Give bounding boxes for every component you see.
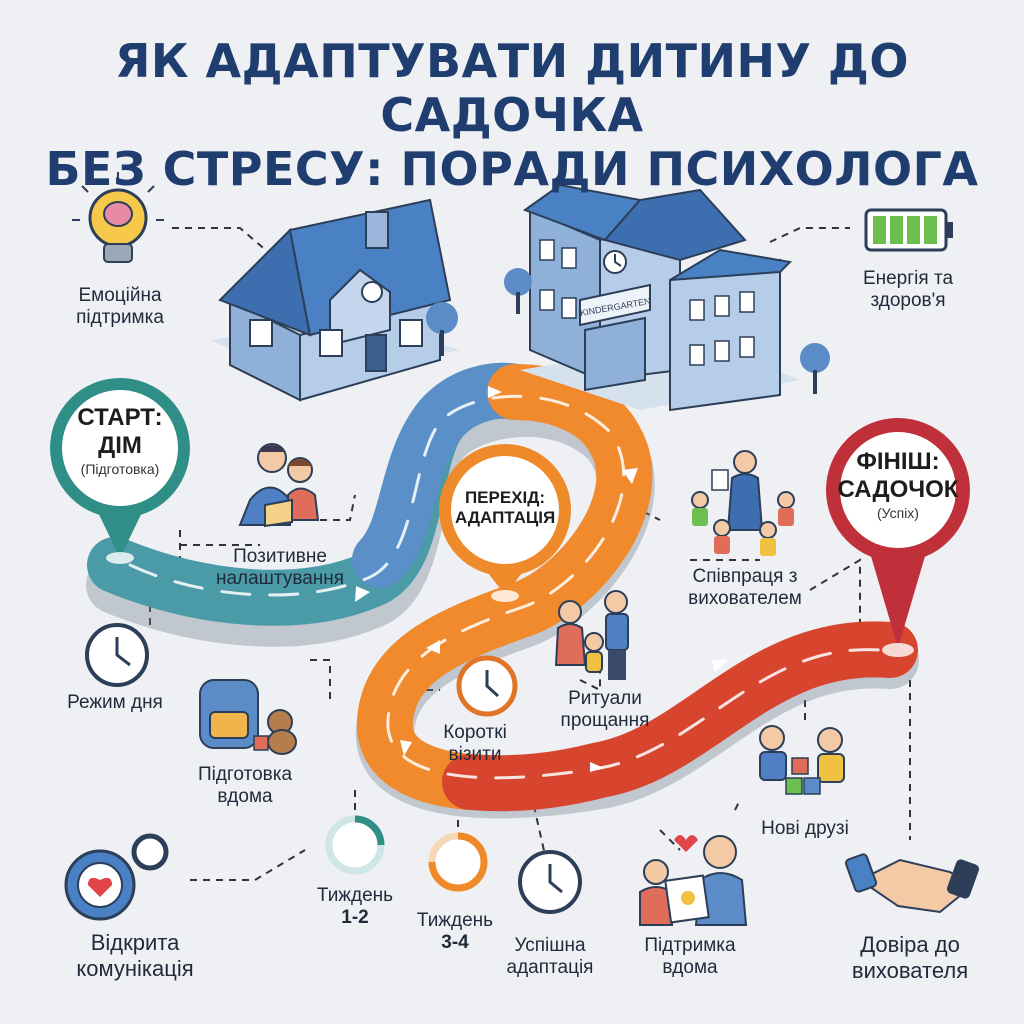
parent-reading-with-child-icon	[238, 443, 320, 528]
label-open-communication-l2: комунікація	[76, 956, 194, 981]
label-positive-attitude-l1: Позитивне	[233, 546, 327, 567]
label-farewell-rituals-l2: прощання	[560, 710, 650, 731]
label-daily-routine: Режим дня	[67, 692, 163, 713]
clock-success-icon	[518, 850, 582, 914]
finish-pin-sub: (Успіх)	[877, 505, 919, 521]
label-emotional-support-l2: підтримка	[76, 307, 164, 328]
label-open-communication-l1: Відкрита	[90, 930, 180, 955]
finish-pin-place: САДОЧОК	[837, 476, 959, 503]
clock-icon	[85, 623, 149, 687]
parent-child-drawing-icon	[639, 835, 748, 926]
label-short-visits-l1: Короткі	[443, 722, 507, 743]
label-week-1-2-l1: Тиждень	[316, 885, 394, 906]
week-1-2-progress-icon	[325, 815, 385, 875]
label-emotional-support-l1: Емоційна	[78, 285, 162, 306]
kindergarten-sign	[579, 283, 651, 327]
label-trust-teacher-l2: вихователя	[851, 958, 969, 983]
label-home-prep-l2: вдома	[217, 786, 273, 807]
start-pin-place: ДІМ	[98, 432, 142, 459]
label-home-support: Підтримка вдома	[625, 935, 755, 979]
gears-heart-icon	[64, 833, 169, 921]
label-week-3-4: Тиждень 3-4	[400, 910, 510, 954]
label-trust-teacher: Довіра до вихователя	[830, 932, 990, 984]
label-home-prep-l1: Підготовка	[197, 764, 293, 785]
label-successful-adaptation-l1: Успішна	[514, 935, 586, 956]
label-home-support-l1: Підтримка	[644, 935, 736, 956]
week-3-4-progress-icon	[428, 832, 488, 892]
label-week-1-2: Тиждень 1-2	[300, 885, 410, 929]
lightbulb-brain-icon	[72, 172, 164, 263]
start-pin-sub: (Підготовка)	[80, 461, 160, 477]
label-farewell-rituals: Ритуали прощання	[545, 688, 665, 732]
transition-pin	[439, 444, 571, 602]
label-positive-attitude: Позитивне налаштування	[195, 546, 365, 590]
road-arrows	[355, 386, 728, 772]
label-week-3-4-l2: 3-4	[441, 932, 469, 953]
label-home-prep: Підготовка вдома	[175, 764, 315, 808]
label-home-support-l2: вдома	[662, 957, 718, 978]
label-positive-attitude-l2: налаштування	[215, 568, 345, 589]
children-playing-blocks-icon	[759, 725, 845, 795]
label-successful-adaptation-l2: адаптація	[506, 957, 594, 978]
label-energy-health: Енергія та здоров'я	[838, 268, 978, 312]
transition-pin-place: АДАПТАЦІЯ	[455, 508, 556, 527]
label-week-3-4-l1: Тиждень	[416, 910, 494, 931]
label-emotional-support: Емоційна підтримка	[45, 285, 195, 329]
title-line-1: ЯК АДАПТУВАТИ ДИТИНУ ДО САДОЧКА	[115, 34, 909, 142]
label-short-visits: Короткі візити	[420, 722, 530, 766]
transition-pin-title: ПЕРЕХІД:	[464, 488, 546, 507]
label-open-communication: Відкрита комунікація	[50, 930, 220, 982]
label-energy-health-l1: Енергія та	[862, 268, 954, 289]
backpack-teddy-icon	[199, 679, 297, 755]
teacher-with-children-icon	[691, 450, 795, 556]
label-teacher-cooperation-l2: вихователем	[688, 588, 802, 609]
start-pin-title: СТАРТ:	[77, 404, 163, 431]
finish-pin-title: ФІНІШ:	[856, 448, 940, 475]
label-short-visits-l2: візити	[448, 744, 502, 765]
home-house	[210, 198, 460, 402]
farewell-family-icon	[554, 590, 629, 680]
label-successful-adaptation: Успішна адаптація	[495, 935, 605, 979]
handshake-icon	[844, 853, 980, 914]
transition-pin-label: ПЕРЕХІД: АДАПТАЦІЯ	[455, 488, 555, 528]
battery-icon	[864, 208, 953, 252]
label-week-1-2-l2: 1-2	[341, 907, 369, 928]
label-farewell-rituals-l1: Ритуали	[568, 688, 642, 709]
label-energy-health-l2: здоров'я	[870, 290, 946, 311]
kindergarten-building: KINDERGARTEN	[426, 183, 830, 412]
label-teacher-cooperation-l1: Співпраця з	[692, 566, 798, 587]
timer-clock-icon	[456, 655, 518, 717]
title-line-2: БЕЗ СТРЕСУ: ПОРАДИ ПСИХОЛОГА	[45, 142, 979, 196]
finish-pin	[826, 418, 970, 657]
page-title: ЯК АДАПТУВАТИ ДИТИНУ ДО САДОЧКА БЕЗ СТРЕ…	[0, 34, 1024, 196]
label-trust-teacher-l1: Довіра до	[860, 932, 960, 957]
label-new-friends: Нові друзі	[761, 818, 849, 839]
finish-pin-label: ФІНІШ: САДОЧОК (Успіх)	[833, 448, 963, 522]
start-pin-label: СТАРТ: ДІМ (Підготовка)	[62, 404, 178, 478]
start-pin	[50, 378, 190, 564]
label-teacher-cooperation: Співпраця з вихователем	[670, 566, 820, 610]
